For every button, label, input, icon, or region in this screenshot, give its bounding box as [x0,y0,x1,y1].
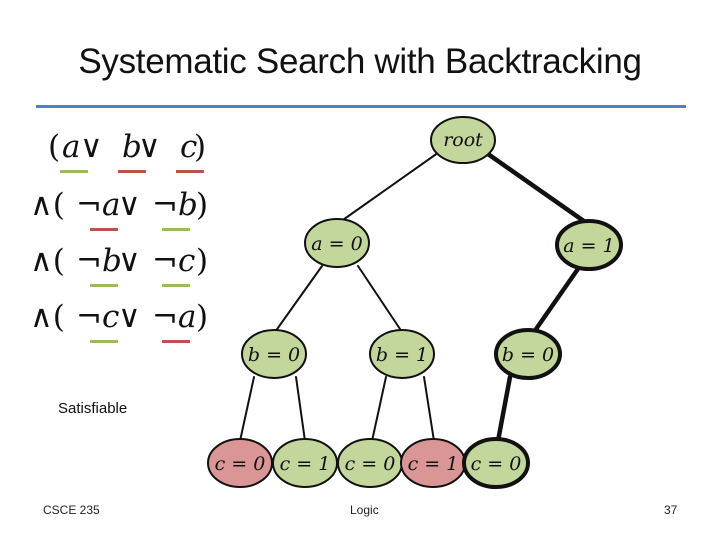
formula-clause-2: ∧( ¬a ∨ ¬b ) [30,183,250,233]
tree-leaf-c0-solution: c = 0 [462,437,530,489]
formula-literal-not-a: ¬a [76,187,121,223]
formula-clause-1: ( a ∨ b ∨ c ) [30,125,250,175]
footer-course: CSCE 235 [43,503,100,517]
tree-edges [239,149,591,444]
slide-title: Systematic Search with Backtracking [78,42,642,81]
formula-token: ( [48,129,61,165]
formula-token: ) [196,299,209,335]
formula-token: ∧( [30,243,65,279]
underline-green [90,340,118,343]
formula-literal-not-b: ¬b [152,187,198,223]
footer-topic: Logic [350,503,379,517]
underline-green [162,284,190,287]
node-label: b = 1 [376,344,428,366]
title-divider [36,105,686,108]
formula-literal-b: b [122,129,142,165]
formula-literal-c: c [180,129,198,165]
tree-leaf-c0: c = 0 [337,438,403,488]
page-number: 37 [664,503,678,517]
underline-red [90,228,118,231]
formula-token: ∨ [118,299,141,335]
edge-b1-c0 [371,376,387,442]
node-label: a = 0 [311,233,362,255]
underline-red [118,170,146,173]
tree-node-b0-left: b = 0 [241,329,307,379]
tree-node-root: root [430,116,496,164]
formula-clause-4: ∧( ¬c ∨ ¬a ) [30,295,250,345]
node-label: c = 0 [345,453,396,475]
formula-literal-not-c: ¬c [152,243,196,279]
formula-token: ) [196,187,209,223]
satisfiable-label: Satisfiable [58,400,128,417]
node-label: a = 1 [563,235,614,257]
formula-token: ∧( [30,299,65,335]
tree-leaf-c0-conflict: c = 0 [207,438,273,488]
formula-token: ) [196,243,209,279]
tree-node-b0-right: b = 0 [494,328,562,380]
formula-literal-a: a [62,129,81,165]
underline-green [60,170,88,173]
formula-clause-3: ∧( ¬b ∨ ¬c ) [30,239,250,289]
formula-literal-not-c: ¬c [76,299,120,335]
formula-token: ∨ [118,187,141,223]
edge-root-a1 [485,151,591,227]
underline-green [162,228,190,231]
edge-b0-c0 [239,376,255,442]
tree-node-a1: a = 1 [555,219,623,271]
node-label: b = 0 [502,344,554,366]
formula-literal-not-b: ¬b [76,243,122,279]
tree-leaf-c1-conflict: c = 1 [400,438,466,488]
tree-node-a0: a = 0 [304,218,370,268]
formula-token: ∨ [80,129,103,165]
edge-b0-c1 [295,376,306,442]
formula-token: ) [194,129,207,165]
edge-a0-b0 [274,265,323,333]
cnf-formula: ( a ∨ b ∨ c ) ∧( ¬a ∨ ¬b ) ∧( ¬b ∨ ¬c ) … [30,125,250,345]
tree-node-b1: b = 1 [369,329,435,379]
formula-token: ∨ [118,243,141,279]
underline-red [176,170,204,173]
node-label: c = 1 [408,453,459,475]
edge-a0-b1 [357,265,403,333]
formula-literal-not-a: ¬a [152,299,197,335]
edge-a1-b0 [531,263,583,335]
node-label: b = 0 [248,344,300,366]
edge-b0-c0-solution [495,374,513,444]
formula-token: ∧( [30,187,65,223]
edge-root-a0 [339,149,443,223]
underline-red [162,340,190,343]
underline-green [90,284,118,287]
node-label: c = 1 [280,453,331,475]
node-label: c = 0 [471,453,522,475]
node-label: c = 0 [215,453,266,475]
tree-leaf-c1: c = 1 [272,438,338,488]
node-label: root [443,129,483,151]
edge-b1-c1 [423,376,435,442]
formula-token: ∨ [138,129,161,165]
